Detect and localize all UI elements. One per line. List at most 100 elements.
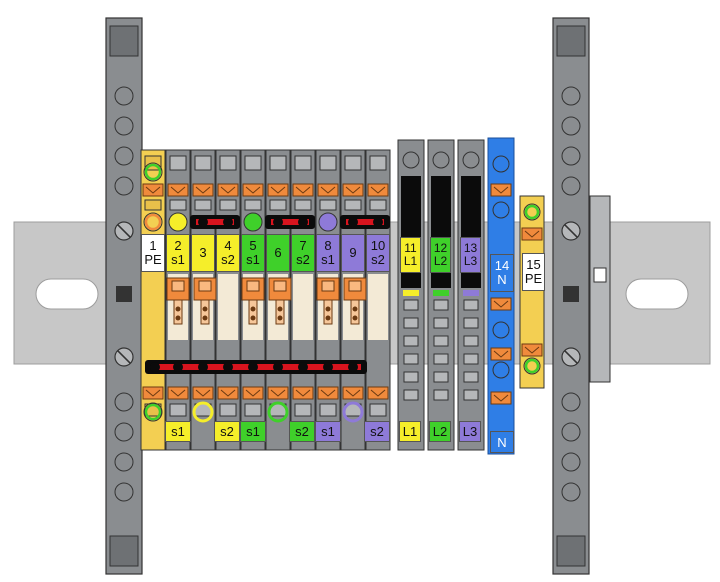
clamp-body (242, 183, 264, 197)
terminal-number: 14 (494, 258, 510, 273)
jumper-top-2 (265, 215, 315, 229)
knife-rivet (250, 306, 256, 312)
terminal-n (487, 137, 515, 455)
hole-ring (462, 151, 480, 169)
terminal-top-port-2 (244, 199, 262, 211)
terminal-label-2: 2 s1 (166, 234, 190, 272)
knife-link (323, 299, 333, 325)
terminal-number: 10 (370, 238, 386, 253)
screw-slot (564, 350, 578, 364)
clamp-body (217, 386, 239, 400)
hole-ring (492, 361, 510, 379)
terminal-number: 1 (149, 238, 157, 253)
clamp-line (270, 389, 286, 397)
knife-rivet (250, 315, 256, 321)
clamp-line (170, 389, 186, 397)
spring-clamp-icon (192, 386, 214, 400)
hole-ring (402, 151, 420, 169)
hole-ring (432, 151, 450, 169)
terminal-top-port-2 (319, 199, 337, 211)
clamp-line (493, 350, 509, 358)
terminal-mid (143, 274, 163, 340)
socket (168, 212, 188, 232)
test-socket-icon (168, 212, 188, 232)
knife-link (200, 299, 210, 325)
terminal-number: 15 (526, 257, 541, 272)
clamp-body (292, 183, 314, 197)
terminal-bottom-port (169, 403, 187, 417)
terminal-7 (290, 149, 316, 451)
clamp-line (320, 186, 336, 194)
clamp-body (267, 183, 289, 197)
knife-disconnect-icon (193, 277, 217, 325)
end-stop-left (105, 17, 143, 575)
clamp-line (295, 186, 311, 194)
clamp-line (145, 389, 161, 397)
spring-clamp-icon (242, 386, 264, 400)
jumper-pin (198, 362, 208, 372)
clamp-body (317, 386, 339, 400)
knife-window (171, 280, 185, 292)
end-stop-top-notch (556, 25, 586, 57)
knife-link (173, 299, 183, 325)
terminal-number: 13 (463, 241, 478, 255)
spring-clamp-icon (490, 391, 512, 405)
hole-ring (561, 86, 581, 106)
terminal-top-port (244, 155, 262, 171)
terminal-label-12: 12 L2 (430, 237, 451, 273)
hole-ring (561, 176, 581, 196)
fuse-port (403, 299, 419, 311)
hole-color-ring (524, 358, 540, 374)
clamp-body (342, 386, 364, 400)
fuse-port (403, 389, 419, 401)
terminal-label-11: 11 L1 (400, 237, 421, 273)
end-stop-latch (116, 286, 132, 302)
end-stop-right (552, 17, 590, 575)
terminal-label-10: 10 s2 (366, 234, 390, 272)
hole-ring (114, 176, 134, 196)
screw-icon (561, 347, 581, 367)
clamp-body (490, 347, 512, 361)
hole-ring (492, 155, 510, 173)
clamp-line (320, 389, 336, 397)
terminal-sub: s2 (296, 252, 310, 267)
knife-rivet (325, 315, 331, 321)
spring-clamp-icon (167, 386, 189, 400)
terminal-sub: s1 (246, 252, 260, 267)
spring-clamp-icon (490, 347, 512, 361)
terminal-sub: L3 (463, 254, 478, 268)
hole-ring (143, 162, 163, 182)
jumper-pin (223, 217, 233, 227)
clamp-body (521, 227, 543, 241)
socket (318, 212, 338, 232)
hole-ring (561, 116, 581, 136)
test-socket-icon (267, 401, 289, 423)
fuse-port (403, 317, 419, 329)
jumper-pin (173, 362, 183, 372)
knife-disconnect-icon (268, 277, 292, 325)
knife-rivet (202, 315, 208, 321)
terminal-1 (140, 149, 166, 451)
fuse-port (463, 299, 479, 311)
clamp-body (142, 386, 164, 400)
clamp-body (267, 386, 289, 400)
terminal-sub: s1 (321, 252, 335, 267)
fuse-port (433, 299, 449, 311)
bottom-tag-s2: s2 (214, 421, 240, 442)
jumper-red (271, 219, 309, 225)
terminal-top-port (219, 155, 237, 171)
hole-ring (561, 482, 581, 502)
end-stop-top-notch (109, 25, 139, 57)
clamp-body (142, 183, 164, 197)
terminal-bottom-port (244, 403, 262, 417)
terminal-mid (218, 274, 238, 340)
terminal-top-port (194, 155, 212, 171)
socket (342, 401, 364, 423)
knife-window (246, 280, 260, 292)
jumper-pin (150, 362, 160, 372)
knife-window (273, 280, 287, 292)
terminal-label-7: 7 s2 (291, 234, 315, 272)
jumper-pin (223, 362, 233, 372)
clamp-body (192, 183, 214, 197)
